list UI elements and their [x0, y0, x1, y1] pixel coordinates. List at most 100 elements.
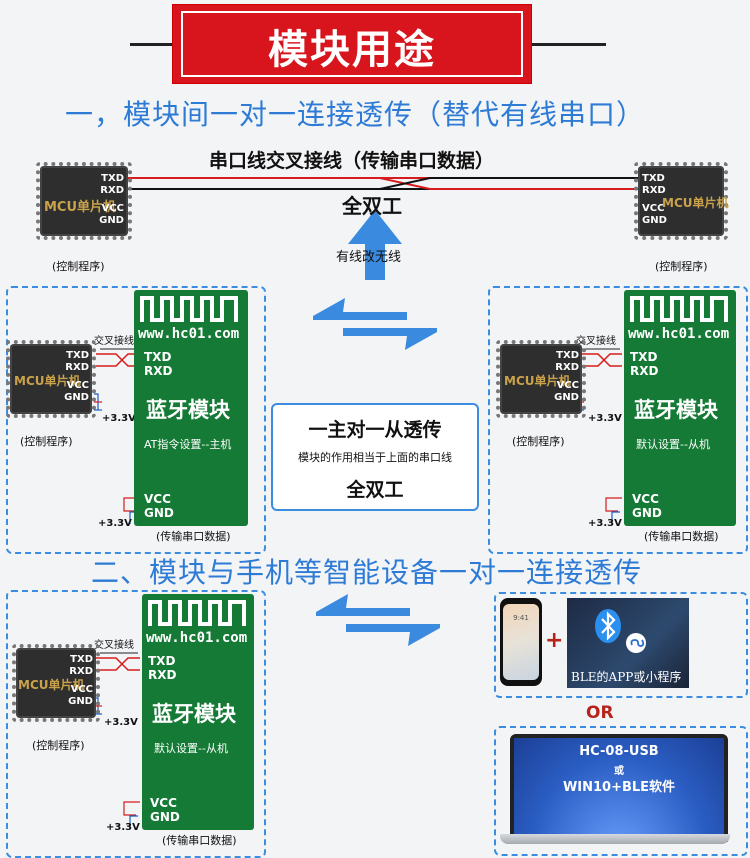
- pin-gnd: GND: [64, 392, 89, 403]
- power-label: +3.3V: [588, 413, 622, 424]
- cross-wiring-label: 交叉接线: [576, 336, 616, 347]
- bidirectional-arrows-icon: [313, 298, 437, 350]
- antenna-icon: [148, 600, 246, 626]
- cross-wiring-label: 交叉接线: [94, 640, 134, 651]
- pin-txd: TXD: [70, 654, 93, 665]
- laptop-line2: 或: [614, 766, 624, 777]
- page-title: 模块用途: [268, 27, 436, 73]
- pin-vcc: VCC: [66, 380, 89, 391]
- module-pin-gnd: GND: [150, 810, 180, 824]
- module-pin-rxd: RXD: [144, 364, 173, 378]
- laptop-line1: HC-08-USB: [579, 744, 659, 759]
- power-label: +3.3V: [98, 518, 132, 529]
- module-pin-vcc: VCC: [150, 796, 177, 810]
- pin-gnd: GND: [554, 392, 579, 403]
- module-caption: (传输串口数据): [644, 530, 719, 543]
- mcu-chip: MCU单片机 TXD RXD VCC GND: [6, 340, 96, 418]
- antenna-icon: [630, 296, 728, 322]
- laptop-group: [494, 726, 748, 856]
- bidirectional-arrows-icon: [316, 594, 440, 646]
- module-pin-rxd: RXD: [148, 668, 177, 682]
- pin-vcc: VCC: [101, 203, 124, 214]
- power-label: +3.3V: [106, 822, 140, 833]
- module-pin-vcc: VCC: [144, 492, 171, 506]
- module-pin-txd: TXD: [144, 350, 172, 364]
- center-line1: 一主对一从透传: [308, 419, 442, 441]
- smartphone-icon: 9:41: [500, 598, 542, 686]
- module-title: 蓝牙模块: [634, 398, 718, 422]
- module-subtitle: AT指令设置--主机: [144, 438, 232, 451]
- pin-txd: TXD: [556, 350, 579, 361]
- mcu-label: MCU单片机: [504, 374, 571, 388]
- wired-to-wireless-label: 有线改无线: [336, 250, 402, 265]
- pin-rxd: RXD: [642, 185, 666, 196]
- mini-program-icon: [626, 633, 646, 653]
- power-label: +3.3V: [104, 717, 138, 728]
- pin-rxd: RXD: [100, 185, 124, 196]
- module-group-right: [488, 286, 748, 554]
- power-label: +3.3V: [588, 518, 622, 529]
- mcu-label: MCU单片机: [44, 200, 117, 215]
- power-label: +3.3V: [102, 413, 136, 424]
- mcu-caption: (控制程序): [52, 260, 105, 273]
- mcu-chip: MCU单片机 TXD RXD VCC GND: [12, 644, 100, 722]
- pin-rxd: RXD: [555, 362, 579, 373]
- module-pin-rxd: RXD: [630, 364, 659, 378]
- module-url: www.hc01.com: [146, 630, 248, 646]
- module-url: www.hc01.com: [628, 326, 730, 342]
- mcu-chip: MCU单片机 TXD RXD VCC GND: [496, 340, 586, 418]
- module-pin-gnd: GND: [632, 506, 662, 520]
- bluetooth-icon: [595, 609, 621, 643]
- module-caption: (传输串口数据): [162, 834, 237, 847]
- module-group-left: [6, 286, 266, 554]
- mcu-chip-top-left: MCU单片机 TXD RXD VCC GND: [36, 162, 132, 240]
- mcu-caption: (控制程序): [32, 739, 85, 752]
- mcu-label: MCU单片机: [662, 196, 729, 210]
- bluetooth-module-board: www.hc01.com TXD RXD 蓝牙模块 默认设置--从机 VCC G…: [624, 290, 736, 526]
- module-title: 蓝牙模块: [146, 398, 230, 422]
- module-pin-gnd: GND: [144, 506, 174, 520]
- module-caption: (传输串口数据): [156, 530, 231, 543]
- mcu-caption: (控制程序): [655, 260, 708, 273]
- antenna-icon: [140, 296, 238, 322]
- bluetooth-module-board: www.hc01.com TXD RXD 蓝牙模块 默认设置--从机 VCC G…: [142, 594, 254, 830]
- pin-txd: TXD: [642, 173, 665, 184]
- laptop-line3: WIN10+BLE软件: [562, 780, 676, 795]
- pin-gnd: GND: [99, 215, 124, 226]
- mcu-caption: (控制程序): [20, 435, 73, 448]
- center-line3: 全双工: [346, 479, 404, 501]
- title-rule-right: [486, 43, 606, 46]
- pin-vcc: VCC: [556, 380, 579, 391]
- module-unit-right: 交叉接线 MCU单片机 TXD RXD VCC GND +3.3V (控制程序)…: [488, 286, 744, 550]
- mcu-chip-top-right: TXD RXD VCC GND MCU单片机: [634, 162, 729, 240]
- pin-vcc: VCC: [70, 684, 93, 695]
- center-info-box: 一主对一从透传 模块的作用相当于上面的串口线 全双工: [271, 403, 479, 511]
- module-subtitle: 默认设置--从机: [154, 742, 228, 755]
- serial-cable-diagram: [128, 177, 645, 280]
- section2-heading: 二、模块与手机等智能设备一对一连接透传: [91, 556, 643, 589]
- laptop-icon: HC-08-USB 或 WIN10+BLE软件: [510, 734, 728, 842]
- section1-heading: 一，模块间一对一连接透传（替代有线串口）: [65, 98, 646, 131]
- bluetooth-module-board: www.hc01.com TXD RXD 蓝牙模块 AT指令设置--主机 VCC…: [134, 290, 248, 526]
- plus-sign: +: [545, 628, 564, 653]
- module-url: www.hc01.com: [138, 326, 240, 342]
- phone-app-group: [494, 592, 748, 698]
- mcu-label: MCU单片机: [14, 374, 81, 388]
- pin-txd: TXD: [101, 173, 124, 184]
- mcu-caption: (控制程序): [512, 435, 565, 448]
- module-unit-left: 交叉接线 MCU单片机 TXD RXD VCC GND +3.3V (控制程序)…: [6, 286, 262, 550]
- full-duplex-label: 全双工: [342, 194, 402, 218]
- laptop-base: [500, 834, 730, 844]
- cross-wiring-label: 交叉接线: [94, 336, 134, 347]
- title-banner: 模块用途: [173, 5, 531, 83]
- phone-time: 9:41: [513, 614, 529, 622]
- cable-label: 串口线交叉接线（传输串口数据）: [209, 150, 495, 172]
- or-label: OR: [586, 703, 614, 723]
- module-pin-txd: TXD: [148, 654, 176, 668]
- center-line2: 模块的作用相当于上面的串口线: [298, 451, 452, 464]
- module-pin-txd: TXD: [630, 350, 658, 364]
- pin-rxd: RXD: [65, 362, 89, 373]
- pin-rxd: RXD: [69, 666, 93, 677]
- module-pin-vcc: VCC: [632, 492, 659, 506]
- mcu-label: MCU单片机: [18, 678, 85, 692]
